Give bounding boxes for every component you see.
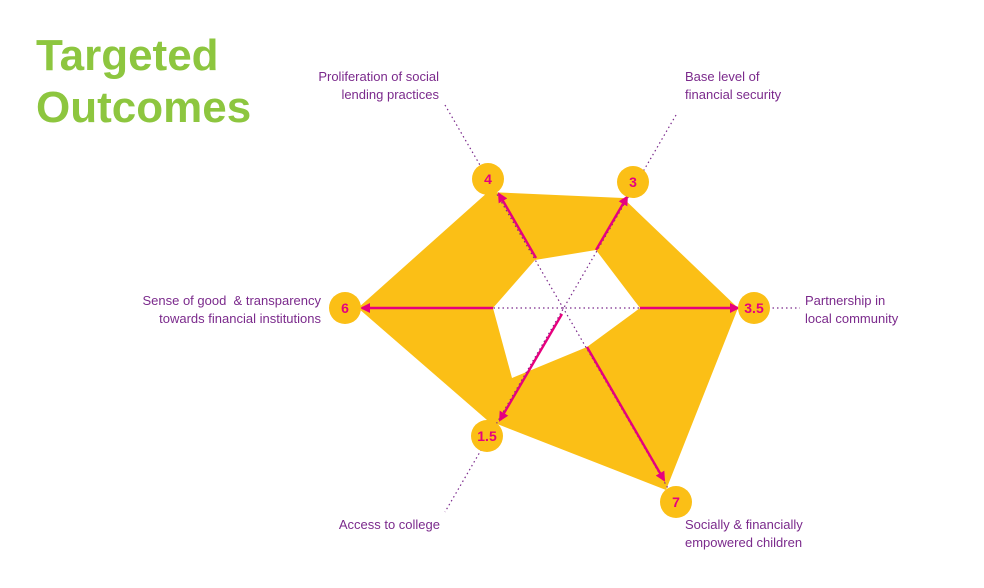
badge-social-lending: 4 <box>472 163 504 195</box>
badge-community: 3.5 <box>738 292 770 324</box>
label-social-lending: Proliferation of social lending practice… <box>318 68 439 104</box>
badge-value-children: 7 <box>672 494 680 510</box>
label-social-lending-line-2: lending practices <box>341 87 439 102</box>
label-transparency-line-1: Sense of good & transparency <box>142 293 321 308</box>
badge-value-social-lending: 4 <box>484 171 492 187</box>
label-college-line-1: Access to college <box>338 517 440 532</box>
label-community-line-1: Partnership in <box>805 293 886 308</box>
label-college: Access to college <box>339 516 440 534</box>
badge-value-transparency: 6 <box>341 300 349 316</box>
label-community-line-2: local community <box>805 311 899 326</box>
value-arrows <box>360 192 740 482</box>
badge-transparency: 6 <box>329 292 361 324</box>
title-line-2: Outcomes <box>36 83 252 132</box>
value-badges: 4 3 3.5 7 1.5 6 <box>329 163 770 518</box>
badge-value-college: 1.5 <box>477 428 497 444</box>
badge-college: 1.5 <box>471 420 503 452</box>
badge-children: 7 <box>660 486 692 518</box>
label-transparency: Sense of good & transparency towards fin… <box>142 292 321 328</box>
label-children-line-2: empowered children <box>685 535 803 550</box>
badge-financial-security: 3 <box>617 166 649 198</box>
arrow-financial-security <box>594 195 629 251</box>
label-financial-security-line-2: financial security <box>685 87 782 102</box>
page-title: Targeted Outcomes <box>36 30 251 134</box>
label-community: Partnership in local community <box>805 292 898 328</box>
badge-value-financial-security: 3 <box>629 174 637 190</box>
label-children: Socially & financially empowered childre… <box>685 516 803 552</box>
label-children-line-1: Socially & financially <box>685 517 803 532</box>
arrow-children <box>585 346 666 482</box>
label-financial-security-line-1: Base level of <box>685 69 760 84</box>
outcome-shape <box>358 192 738 490</box>
arrow-social-lending <box>497 192 538 259</box>
label-financial-security: Base level of financial security <box>685 68 781 104</box>
label-transparency-line-2: towards financial institutions <box>159 311 321 326</box>
label-social-lending-line-1: Proliferation of social <box>318 69 439 84</box>
badge-value-community: 3.5 <box>744 300 764 316</box>
arrow-college <box>498 313 564 422</box>
title-line-1: Targeted <box>36 31 219 80</box>
